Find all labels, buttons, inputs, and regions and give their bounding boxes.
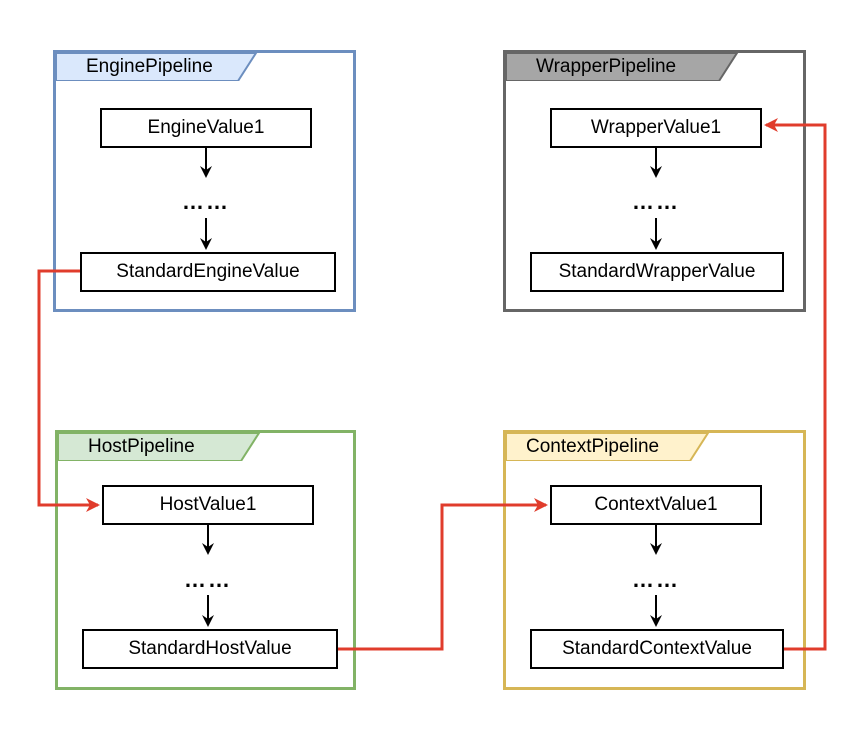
host-to-context-connector [338, 498, 548, 651]
context-to-wrapper-connector [764, 118, 827, 651]
wrapper-pipeline-frame: WrapperPipeline [503, 50, 806, 312]
wrapper-pipeline-tab-shape [506, 53, 739, 81]
context-pipeline-title: ContextPipeline [526, 436, 660, 457]
engine-pipeline-frame: EnginePipeline [53, 50, 356, 312]
host-pipeline-frame: HostPipeline [55, 430, 356, 690]
engine-value-1-node: EngineValue1 [100, 108, 312, 148]
wrapper-value-1-node: WrapperValue1 [550, 108, 762, 148]
engine-pipeline-title: EnginePipeline [86, 56, 213, 77]
context-ellipsis: …… [632, 567, 680, 592]
context-pipeline-tab-shape [506, 433, 710, 461]
standard-engine-value-node: StandardEngineValue [80, 252, 336, 292]
engine-ellipsis: …… [182, 189, 230, 214]
standard-host-value-node: StandardHostValue [82, 629, 338, 669]
context-value-1-node: ContextValue1 [550, 485, 762, 525]
wrapper-pipeline-title: WrapperPipeline [536, 56, 677, 77]
standard-context-value-node: StandardContextValue [530, 629, 784, 669]
host-pipeline-title: HostPipeline [88, 436, 195, 457]
standard-wrapper-value-node: StandardWrapperValue [530, 252, 784, 292]
host-value-1-node: HostValue1 [102, 485, 314, 525]
engine-to-host-connector [37, 269, 100, 512]
host-ellipsis: …… [184, 567, 232, 592]
context-pipeline-frame: ContextPipeline [503, 430, 806, 690]
wrapper-ellipsis: …… [632, 189, 680, 214]
host-pipeline-tab-shape [58, 433, 261, 461]
engine-pipeline-tab-shape [56, 53, 258, 81]
